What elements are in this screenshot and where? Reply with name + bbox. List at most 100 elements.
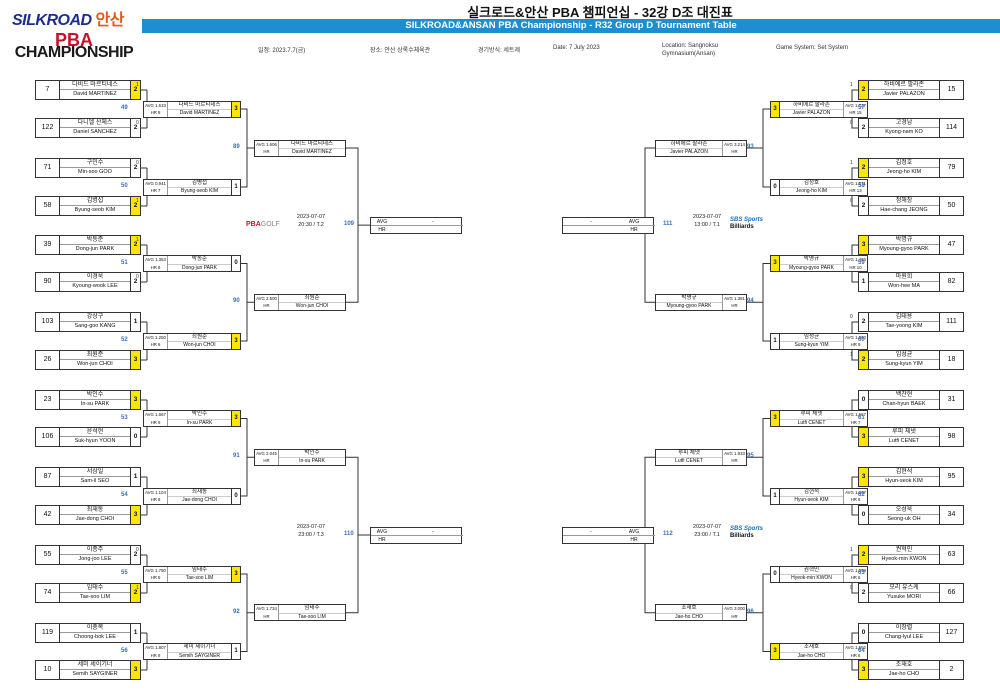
winner-score: 0: [231, 488, 240, 504]
match-avg: AVG 1.533: [145, 102, 166, 108]
player-score: 2: [859, 313, 869, 331]
avg-label: AVG: [376, 529, 388, 535]
system-en: Game System: Set System: [776, 45, 849, 51]
system-kr: 경기방식: 세트제: [478, 48, 520, 54]
winner-name-en: Jae-ho CHO: [675, 613, 703, 620]
match-time-table: 20:30 / T.2: [298, 222, 324, 229]
player-score: 2: [859, 584, 869, 602]
location-en: Location: Sangnoksu Gymnasium(Ansan): [662, 42, 718, 58]
player-name-en: Javier PALAZON: [883, 91, 925, 97]
sbs-logo-bottom: Billiards: [730, 533, 754, 539]
player-score: 1: [130, 313, 140, 331]
match-number: 91: [233, 453, 240, 460]
avg-row: -AVG: [563, 528, 655, 536]
player-seed: 15: [939, 81, 963, 99]
winner-name-en: Won-jun CHOI: [295, 303, 329, 310]
match-time-table: 23:00 / T.3: [298, 532, 324, 538]
avg-row: -AVG: [563, 218, 655, 227]
avg-value: -: [590, 529, 592, 535]
match-number: 60: [858, 337, 865, 343]
match-hr: HR 6: [850, 652, 861, 658]
hr-row: HR: [371, 536, 463, 544]
match-number: 93: [747, 144, 754, 150]
match-avg: AVG 1.104: [145, 489, 166, 495]
match-avg: AVG 0.941: [145, 180, 166, 186]
match-number: 55: [121, 570, 128, 576]
player-seed: 82: [939, 273, 963, 291]
player-seed: 119: [36, 624, 60, 642]
hr-row: HR: [563, 226, 655, 234]
match-hr: HR 15: [849, 110, 862, 115]
player-score: 2: [859, 159, 869, 177]
bracket-connector: [241, 263, 248, 342]
set-count: 1: [850, 160, 853, 166]
player-name-kr: 조재호: [869, 661, 939, 670]
player-name-en: Yusuke MORI: [887, 594, 921, 600]
winner-name-en: Lutfi CENET: [675, 458, 703, 465]
winner-name-en: Dong-jun PARK: [182, 264, 217, 271]
match-avg: AVG 1.606: [256, 141, 277, 147]
winner-name-en: Byung-seob KIM: [181, 188, 218, 194]
player-score: 3: [859, 236, 869, 254]
player-seed: 47: [939, 236, 963, 254]
match-date: 2023-07-07: [296, 524, 326, 530]
hr-label: HR: [630, 537, 638, 543]
sbs-logo-top: SBS Sports: [730, 526, 764, 532]
match-number: 59: [858, 259, 865, 266]
player-name-en: Hyeok-min KWON: [881, 556, 927, 562]
winner-name-en: Tae-soo LIM: [298, 613, 326, 620]
match-hr: HR 6: [150, 342, 161, 347]
match-number: 64: [858, 647, 865, 654]
player-name-kr: 강상구: [60, 313, 130, 322]
winner-score: 3: [231, 566, 240, 582]
winner-name-en: Hyeok-min KWON: [791, 575, 832, 581]
player-seed: 90: [36, 273, 60, 291]
player-name-kr: 최재동: [60, 506, 130, 515]
player-name-kr: 윤석현: [60, 428, 130, 437]
winner-name-en: David MARTINEZ: [292, 149, 332, 155]
player-score: 2: [859, 546, 869, 564]
match-date: 2023-07-07: [692, 524, 722, 530]
player-score: 2: [130, 273, 140, 291]
player-name-en: Min-soo GOO: [78, 169, 112, 175]
match-avg: AVG 1.059: [845, 567, 866, 573]
bracket-connector: [762, 573, 770, 652]
player-name-kr: 박명규: [869, 236, 939, 245]
player-name-en: Tae-yoong KIM: [885, 323, 923, 329]
player-name-kr: 모리 유스케: [869, 584, 939, 593]
match-hr: HR 6: [850, 575, 861, 580]
player-seed: 63: [939, 546, 963, 564]
winner-name-en: Hyun-seok KIM: [794, 497, 829, 503]
match-stats: AVG 1.059 HR 6: [843, 566, 867, 582]
winner-name-kr: 권혁민: [780, 567, 843, 575]
player-score: 2: [130, 546, 140, 564]
player-name-kr: 김현석: [869, 468, 939, 477]
player-score: 1: [130, 468, 140, 486]
match-number: 56: [121, 647, 128, 654]
winner-name-en: Javier PALAZON: [670, 149, 708, 155]
player-name-en: Jae-dong CHOI: [75, 516, 115, 522]
winner-name-kr: 하비에르 팔라존: [780, 102, 843, 110]
